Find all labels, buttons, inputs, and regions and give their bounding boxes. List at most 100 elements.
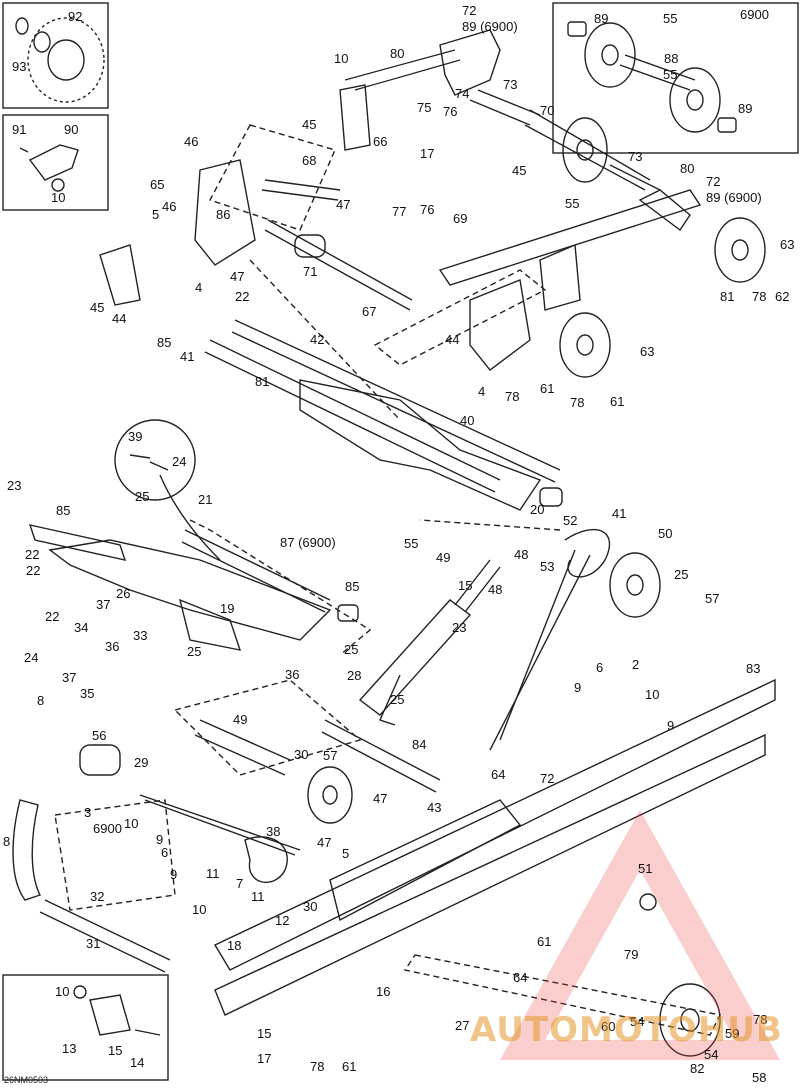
inset-rivet-box — [2, 974, 169, 1081]
part-callout: 12 — [275, 913, 290, 928]
part-callout: 10 — [124, 816, 139, 831]
part-callout: 72 — [540, 771, 555, 786]
part-callout: 45 — [302, 117, 317, 132]
part-callout: 75 — [417, 100, 432, 115]
part-callout: 83 — [746, 661, 761, 676]
part-callout: 14 — [130, 1055, 145, 1070]
part-callout: 21 — [198, 492, 213, 507]
part-callout: 15 — [108, 1043, 123, 1058]
part-callout: 20 — [530, 502, 545, 517]
part-callout: 45 — [90, 300, 105, 315]
part-callout: 6900 — [740, 7, 769, 22]
part-callout: 9 — [574, 680, 582, 695]
part-callout: 2 — [632, 657, 640, 672]
part-callout: 44 — [445, 332, 460, 347]
part-callout: 41 — [612, 506, 627, 521]
part-callout: 89 (6900) — [706, 190, 762, 205]
part-callout: 67 — [362, 304, 377, 319]
part-callout: 91 — [12, 122, 27, 137]
part-callout: 46 — [184, 134, 199, 149]
part-callout: 78 — [753, 1012, 768, 1027]
part-callout: 17 — [420, 146, 435, 161]
part-callout: 64 — [513, 970, 528, 985]
part-callout: 49 — [233, 712, 248, 727]
part-callout: 68 — [302, 153, 317, 168]
part-callout: 54 — [630, 1014, 645, 1029]
part-callout: 39 — [128, 429, 143, 444]
part-callout: 22 — [25, 547, 40, 562]
part-callout: 48 — [514, 547, 529, 562]
part-callout: 23 — [7, 478, 22, 493]
part-callout: 8 — [3, 834, 11, 849]
part-callout: 7 — [236, 876, 244, 891]
part-callout: 29 — [134, 755, 149, 770]
part-callout: 27 — [455, 1018, 470, 1033]
part-callout: 73 — [503, 77, 518, 92]
part-callout: 59 — [725, 1026, 740, 1041]
part-callout: 36 — [105, 639, 120, 654]
part-callout: 4 — [478, 384, 486, 399]
part-callout: 23 — [452, 620, 467, 635]
part-callout: 17 — [257, 1051, 272, 1066]
part-callout: 71 — [303, 264, 318, 279]
part-callout: 31 — [86, 936, 101, 951]
part-callout: 48 — [488, 582, 503, 597]
part-callout: 11 — [206, 866, 220, 881]
part-callout: 4 — [195, 280, 203, 295]
part-callout: 10 — [51, 190, 66, 205]
part-callout: 55 — [663, 11, 678, 26]
part-callout: 60 — [601, 1019, 616, 1034]
part-callout: 40 — [460, 413, 475, 428]
part-callout: 55 — [404, 536, 419, 551]
part-callout: 53 — [540, 559, 555, 574]
part-callout: 34 — [74, 620, 89, 635]
part-callout: 47 — [230, 269, 245, 284]
part-callout: 33 — [133, 628, 148, 643]
part-callout: 58 — [752, 1070, 767, 1085]
part-callout: 84 — [412, 737, 427, 752]
part-callout: 89 (6900) — [462, 19, 518, 34]
part-callout: 66 — [373, 134, 388, 149]
part-callout: 79 — [624, 947, 639, 962]
part-callout: 61 — [610, 394, 625, 409]
part-callout: 78 — [570, 395, 585, 410]
part-callout: 30 — [294, 747, 309, 762]
part-callout: 22 — [45, 609, 60, 624]
part-callout: 61 — [537, 934, 552, 949]
part-callout: 13 — [62, 1041, 77, 1056]
part-callout: 77 — [392, 204, 407, 219]
part-callout: 52 — [563, 513, 578, 528]
part-callout: 63 — [640, 344, 655, 359]
part-callout: 6 — [596, 660, 604, 675]
part-callout: 9 — [156, 832, 164, 847]
part-callout: 37 — [96, 597, 111, 612]
part-callout: 78 — [505, 389, 520, 404]
part-callout: 5 — [342, 846, 350, 861]
part-callout: 8 — [37, 693, 45, 708]
part-callout: 15 — [257, 1026, 272, 1041]
part-callout: 25 — [390, 692, 405, 707]
part-callout: 38 — [266, 824, 281, 839]
part-callout: 64 — [491, 767, 506, 782]
inset-bracket-box — [2, 114, 109, 211]
part-callout: 47 — [336, 197, 351, 212]
part-callout: 55 — [565, 196, 580, 211]
part-callout: 78 — [752, 289, 767, 304]
part-callout: 56 — [92, 728, 107, 743]
inset-6900-wheels-box — [552, 2, 799, 154]
part-callout: 76 — [443, 104, 458, 119]
part-callout: 10 — [334, 51, 349, 66]
part-callout: 32 — [90, 889, 105, 904]
part-callout: 49 — [436, 550, 451, 565]
part-callout: 24 — [172, 454, 187, 469]
part-callout: 47 — [373, 791, 388, 806]
part-callout: 19 — [220, 601, 235, 616]
part-callout: 25 — [344, 642, 359, 657]
part-callout: 72 — [462, 3, 477, 18]
part-callout: 11 — [251, 889, 265, 904]
part-callout: 88 — [664, 51, 679, 66]
part-callout: 44 — [112, 311, 127, 326]
part-callout: 57 — [323, 748, 338, 763]
part-callout: 30 — [303, 899, 318, 914]
